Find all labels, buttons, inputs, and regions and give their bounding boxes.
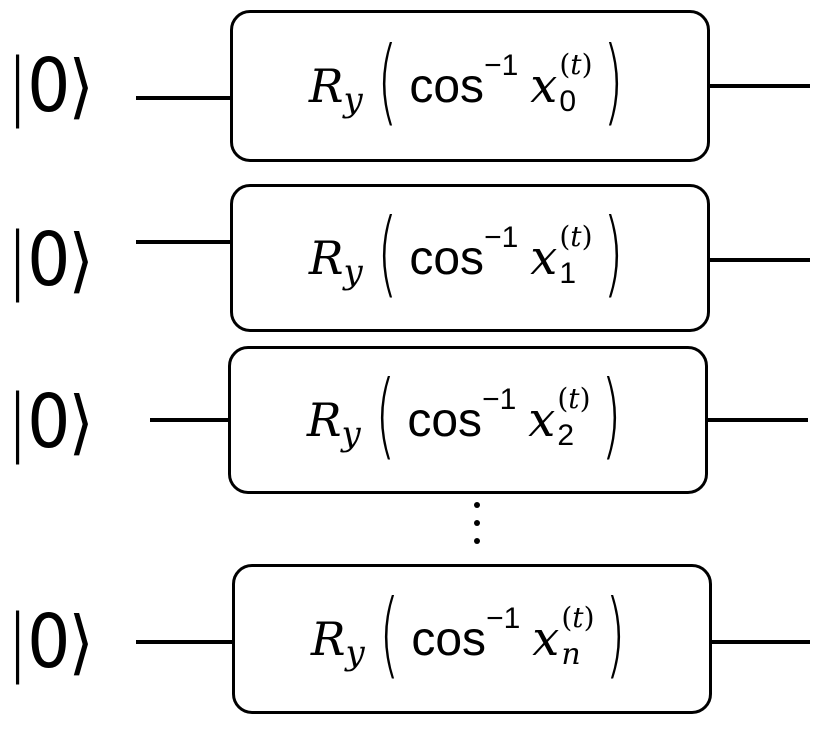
gate-open-paren: (	[376, 199, 398, 308]
gate-open-paren: (	[374, 361, 396, 470]
gate-var: x	[530, 58, 558, 114]
gate-inverse: −1	[484, 49, 519, 82]
ket-value: 0	[27, 379, 70, 465]
gate-rotation: R	[308, 59, 344, 113]
gate-scripts: (t)0	[559, 51, 592, 118]
input-wire	[136, 240, 232, 244]
gate-close-paren: )	[600, 361, 621, 470]
sup-var: t	[570, 48, 582, 81]
gate-subscript: 1	[559, 257, 577, 290]
gate-rotation: R	[308, 231, 344, 285]
gate-superscript: (t)	[559, 223, 592, 251]
gate-inverse: −1	[484, 221, 519, 254]
vertical-ellipsis	[472, 502, 482, 548]
gate-var: x	[530, 230, 558, 286]
ket-bar: |	[6, 43, 29, 129]
ellipsis-dot	[474, 520, 480, 526]
ket-value: 0	[27, 43, 70, 129]
gate-var: x	[532, 611, 560, 667]
gate-close-paren: )	[602, 199, 623, 308]
ket-value: 0	[27, 599, 70, 685]
ket-zero: |0⟩	[6, 180, 94, 340]
sup-close: )	[579, 382, 591, 415]
gate-func: cos	[409, 231, 485, 285]
gate-func: cos	[409, 59, 485, 113]
gate-rotation: R	[306, 393, 342, 447]
ket-zero: |0⟩	[6, 342, 94, 502]
output-wire	[708, 418, 808, 422]
gate-subscript: n	[561, 637, 581, 672]
sup-var: t	[572, 601, 584, 634]
sup-close: )	[581, 48, 593, 81]
ket-bar: |	[6, 217, 29, 303]
gate-open-paren: (	[376, 27, 398, 136]
gate-subscript: 0	[559, 85, 577, 118]
sup-open: (	[557, 382, 569, 415]
input-wire	[150, 418, 232, 422]
ket-angle: ⟩	[68, 45, 94, 127]
ket-angle: ⟩	[68, 381, 94, 463]
ellipsis-dot	[474, 538, 480, 544]
gate-scripts: (t)1	[559, 223, 592, 290]
gate-func: cos	[411, 612, 487, 666]
ket-bar: |	[6, 599, 29, 685]
gate-axis: y	[343, 80, 363, 120]
output-wire	[712, 640, 810, 644]
ket-bar: |	[6, 379, 29, 465]
sup-close: )	[581, 220, 593, 253]
gate-superscript: (t)	[557, 385, 590, 413]
gate-open-paren: (	[378, 580, 400, 689]
gate-inverse: −1	[482, 383, 517, 416]
input-wire	[136, 640, 234, 644]
gate-rotation: R	[310, 612, 346, 666]
gate-axis: y	[343, 252, 363, 292]
ket-angle: ⟩	[68, 601, 94, 683]
ket-zero: |0⟩	[6, 562, 94, 722]
gate-axis: y	[341, 414, 361, 454]
ellipsis-dot	[474, 502, 480, 508]
ket-zero: |0⟩	[6, 6, 94, 166]
gate-scripts: (t)n	[561, 604, 594, 672]
gate-inverse: −1	[486, 602, 521, 635]
gate-superscript: (t)	[559, 51, 592, 79]
input-wire	[136, 96, 232, 100]
gate-axis: y	[345, 633, 365, 673]
sup-open: (	[559, 48, 571, 81]
ket-angle: ⟩	[68, 219, 94, 301]
gate-func: cos	[407, 393, 483, 447]
gate-subscript: 2	[557, 419, 575, 452]
gate-scripts: (t)2	[557, 385, 590, 452]
sup-close: )	[583, 601, 595, 634]
sup-open: (	[559, 220, 571, 253]
output-wire	[710, 84, 810, 88]
gate-var: x	[528, 392, 556, 448]
gate-close-paren: )	[604, 580, 625, 689]
sup-var: t	[568, 382, 580, 415]
output-wire	[710, 258, 810, 262]
gate-superscript: (t)	[561, 604, 594, 632]
sup-var: t	[570, 220, 582, 253]
ket-value: 0	[27, 217, 70, 303]
gate-close-paren: )	[602, 27, 623, 136]
sup-open: (	[561, 601, 573, 634]
